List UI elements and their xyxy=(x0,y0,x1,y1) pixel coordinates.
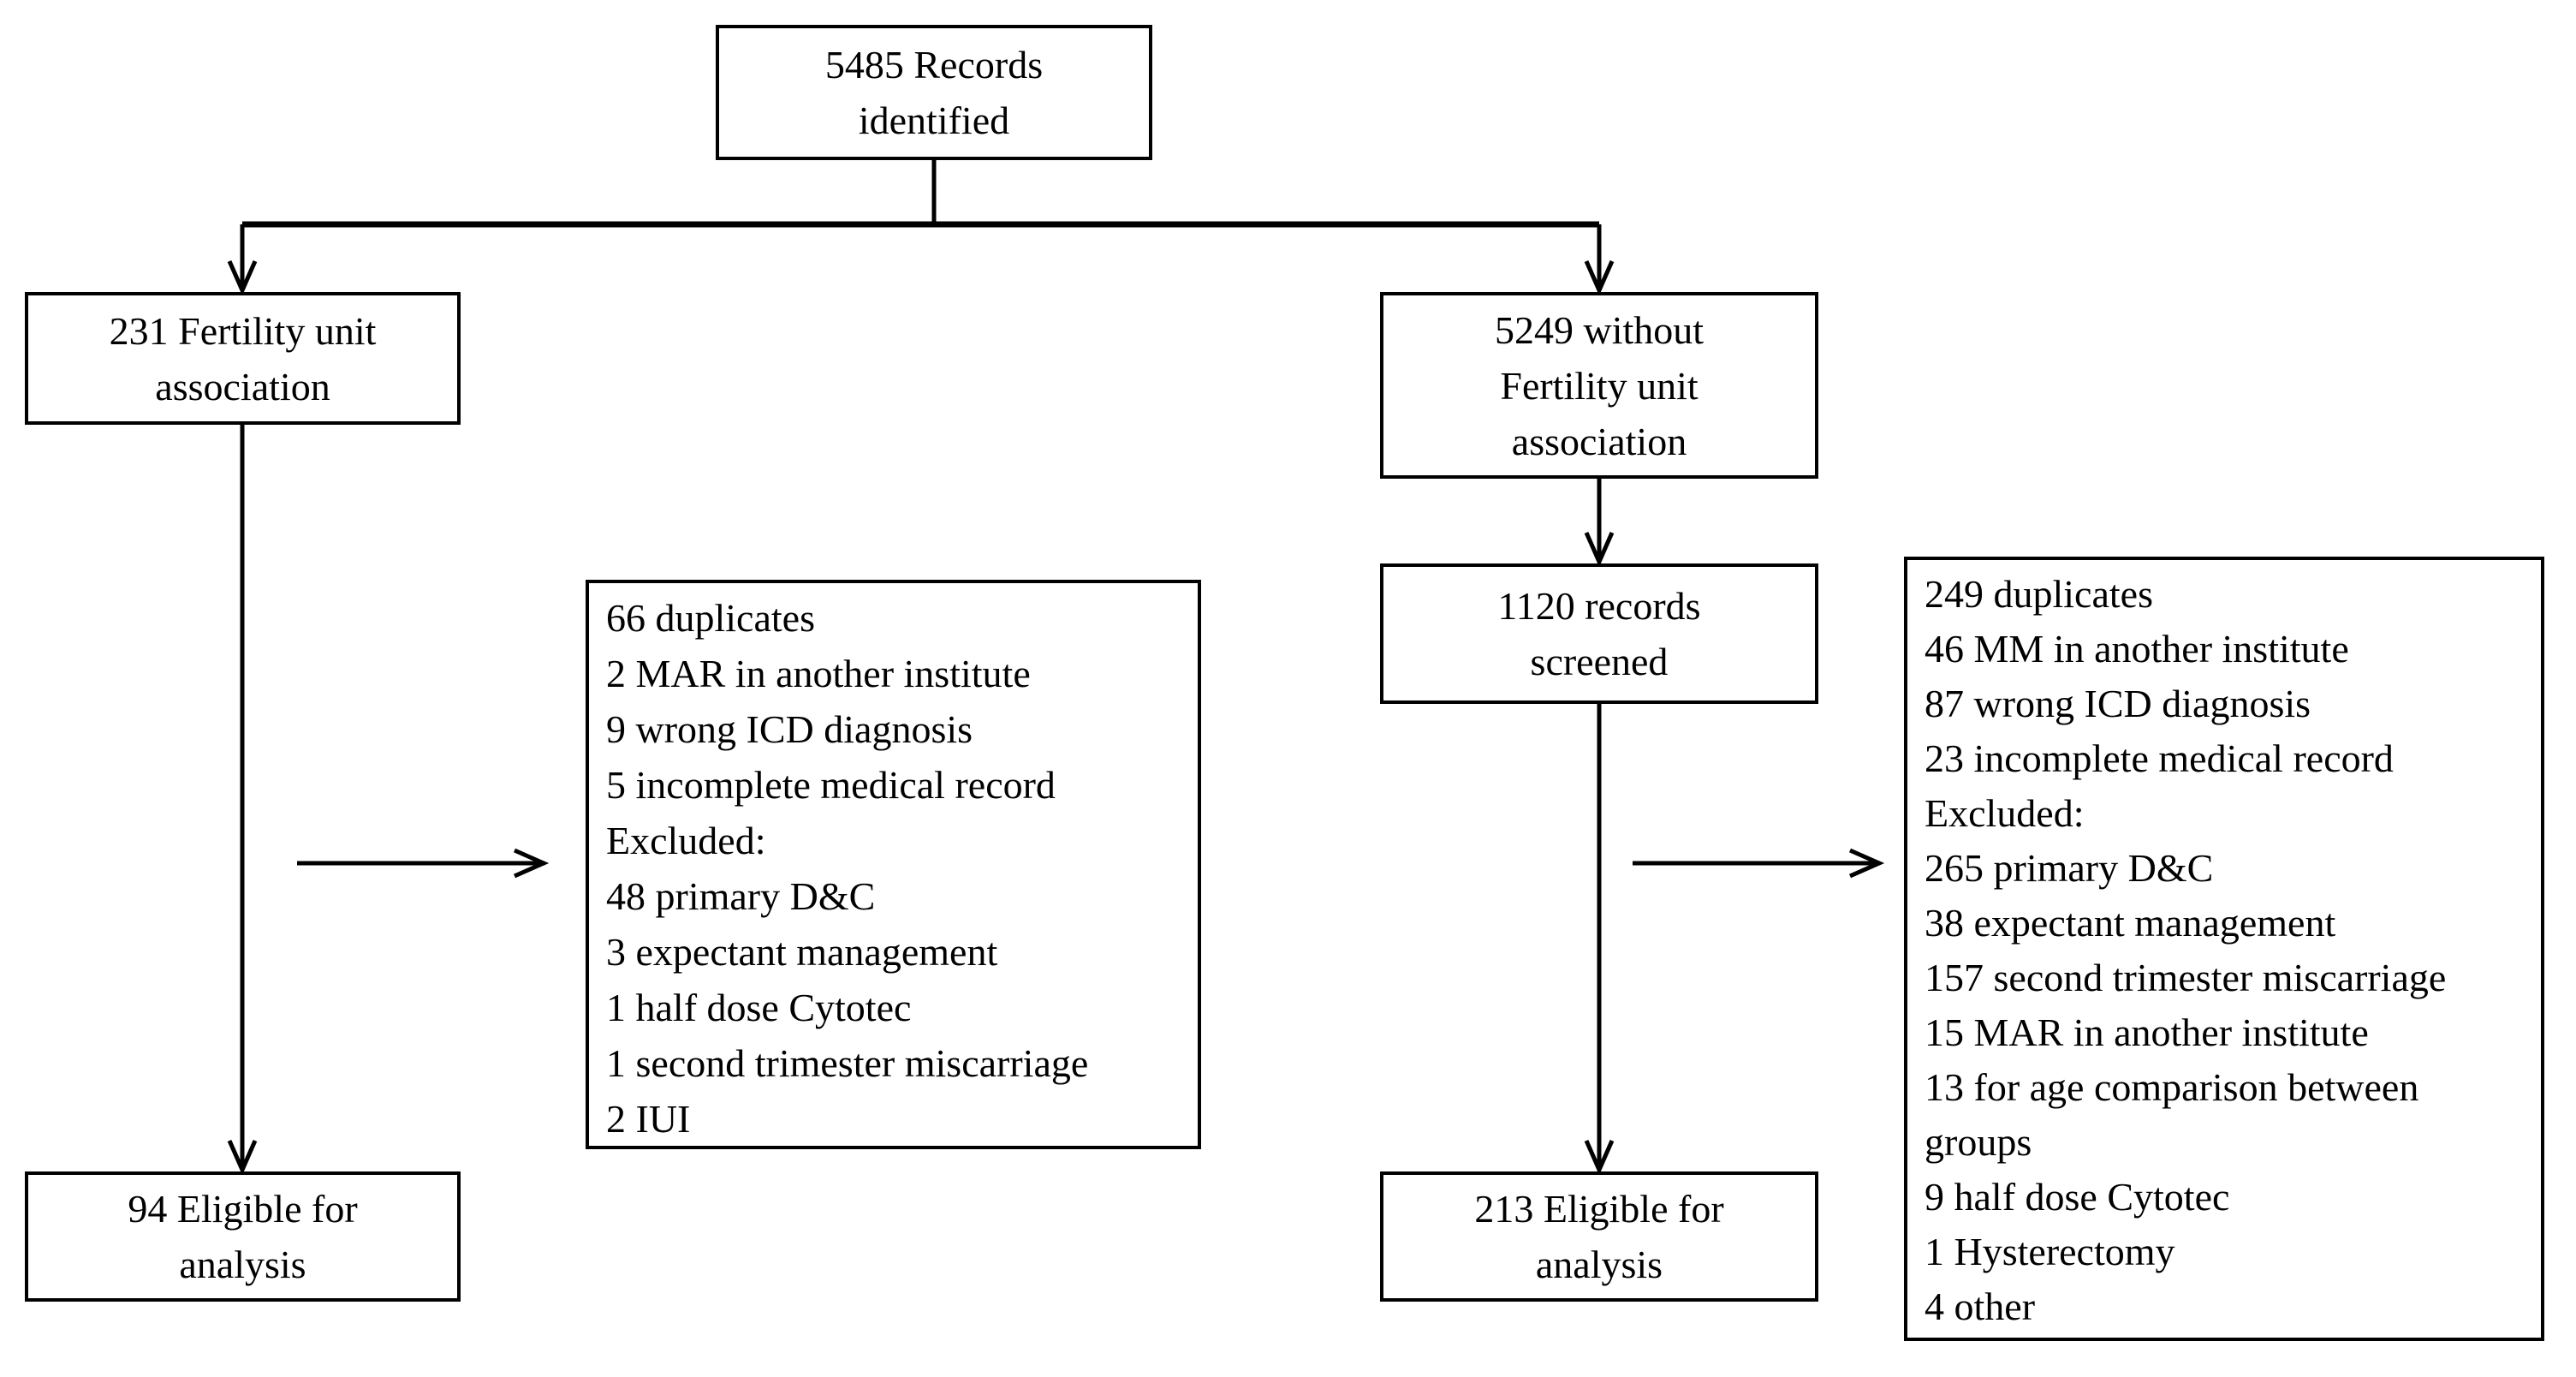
right-exclusion-item: 265 primary D&C xyxy=(1925,846,2214,890)
arrow-to-left-exclusion-box xyxy=(297,848,550,879)
eligible-left-label: 94 Eligible for analysis xyxy=(128,1187,358,1286)
right-exclusion-item: 13 for age comparison between groups xyxy=(1925,1065,2419,1164)
records-identified-label: 5485 Records identified xyxy=(824,43,1044,142)
arrow-head xyxy=(227,1139,258,1176)
right-exclusion-item: 4 other xyxy=(1925,1285,2036,1328)
left-exclusion-item: Excluded: xyxy=(606,819,766,862)
left-exclusion-item: 9 wrong ICD diagnosis xyxy=(606,707,973,751)
left-exclusion-item: 1 half dose Cytotec xyxy=(606,986,912,1029)
box-eligible-left: 94 Eligible for analysis xyxy=(25,1171,461,1302)
arrow-screened-to-eligible xyxy=(1584,704,1615,1176)
eligible-right-label: 213 Eligible for analysis xyxy=(1474,1187,1724,1286)
left-exclusion-item: 5 incomplete medical record xyxy=(606,763,1056,807)
arrow-without-to-screened xyxy=(1584,479,1615,568)
left-exclusion-item: 66 duplicates xyxy=(606,596,815,640)
right-exclusion-item: 157 second trimester miscarriage xyxy=(1925,956,2447,999)
right-exclusion-item: 9 half dose Cytotec xyxy=(1925,1175,2230,1219)
box-eligible-right: 213 Eligible for analysis xyxy=(1380,1171,1818,1302)
arrow-fertility-to-eligible xyxy=(227,425,258,1176)
arrow-head xyxy=(1584,1139,1615,1176)
box-records-identified: 5485 Records identified xyxy=(716,25,1152,160)
arrow-head xyxy=(1584,259,1615,296)
right-exclusion-item: 249 duplicates xyxy=(1925,572,2153,616)
box-left-exclusions: 66 duplicates 2 MAR in another institute… xyxy=(586,580,1201,1149)
left-exclusion-item: 2 MAR in another institute xyxy=(606,652,1031,695)
arrow-head xyxy=(227,259,258,296)
arrow-head xyxy=(1848,848,1885,879)
left-exclusion-item: 1 second trimester miscarriage xyxy=(606,1041,1089,1085)
records-screened-label: 1120 records screened xyxy=(1497,584,1701,683)
box-without-fertility-unit-association: 5249 without Fertility unit association xyxy=(1380,292,1818,479)
right-exclusion-item: 46 MM in another institute xyxy=(1925,627,2349,671)
right-exclusion-item: 15 MAR in another institute xyxy=(1925,1010,2369,1054)
arrow-head xyxy=(1584,531,1615,568)
left-exclusion-item: 3 expectant management xyxy=(606,930,998,974)
arrow-head xyxy=(513,848,550,879)
right-exclusion-item: 1 Hysterectomy xyxy=(1925,1230,2175,1273)
box-right-exclusions: 249 duplicates 46 MM in another institut… xyxy=(1904,557,2544,1341)
left-exclusion-item: 2 IUI xyxy=(606,1097,691,1141)
arrow-to-right-exclusion-box xyxy=(1633,848,1885,879)
right-exclusion-item: 23 incomplete medical record xyxy=(1925,736,2394,780)
box-fertility-unit-association: 231 Fertility unit association xyxy=(25,292,461,425)
right-exclusion-item: 87 wrong ICD diagnosis xyxy=(1925,682,2311,725)
right-exclusion-item: Excluded: xyxy=(1925,791,2085,835)
arrow-branch-right xyxy=(1584,224,1615,296)
right-exclusion-item: 38 expectant management xyxy=(1925,901,2336,945)
arrow-branch-left xyxy=(227,224,258,296)
fertility-unit-association-label: 231 Fertility unit association xyxy=(109,308,377,408)
box-records-screened: 1120 records screened xyxy=(1380,563,1818,704)
left-exclusion-item: 48 primary D&C xyxy=(606,874,876,918)
without-fertility-unit-association-label: 5249 without Fertility unit association xyxy=(1494,307,1704,463)
